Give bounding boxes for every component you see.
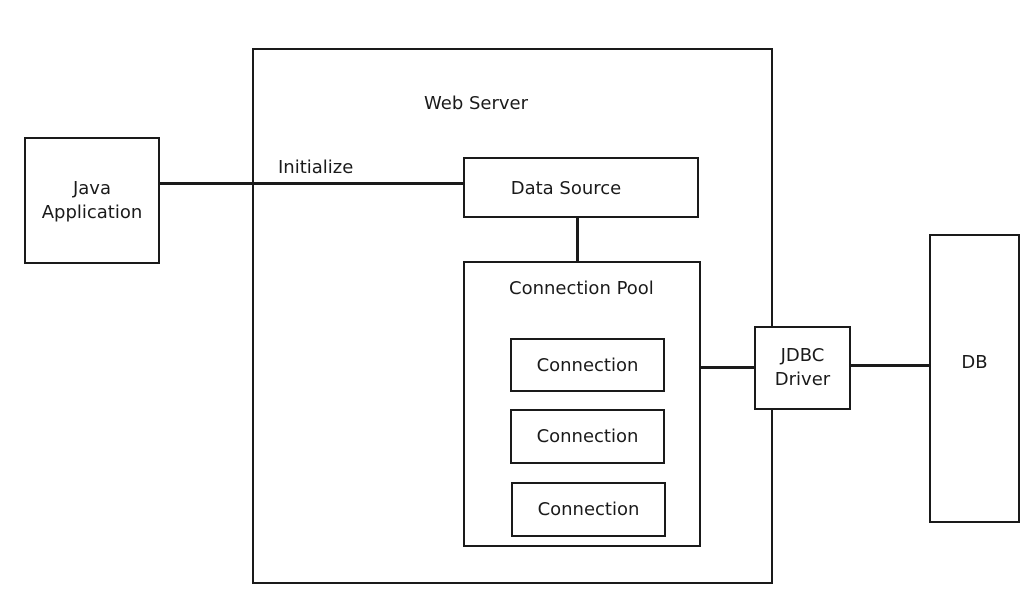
connection-label: Connection — [537, 499, 640, 520]
initialize-label: Initialize — [278, 157, 354, 178]
connection-pool-title: Connection Pool — [509, 278, 654, 299]
connector-jdbc-to-db — [849, 364, 931, 367]
connector-java-to-datasource — [159, 182, 465, 185]
connector-datasource-to-pool — [576, 216, 579, 263]
connection-label: Connection — [536, 426, 639, 447]
java-application-label-line1: Java — [72, 177, 111, 199]
jdbc-driver-box: JDBC Driver — [754, 326, 851, 410]
data-source-label: Data Source — [510, 178, 622, 199]
java-application-box: Java Application — [24, 137, 160, 264]
connector-pool-to-jdbc — [699, 366, 756, 369]
connection-box-1: Connection — [510, 338, 665, 392]
connection-box-3: Connection — [511, 482, 666, 537]
java-application-label-line2: Application — [41, 201, 143, 223]
db-box: DB — [929, 234, 1020, 523]
jdbc-driver-label-line1: JDBC — [780, 345, 825, 366]
web-server-box — [252, 48, 773, 584]
connection-label: Connection — [536, 354, 639, 376]
db-label: DB — [961, 352, 988, 373]
jdbc-driver-label-line2: Driver — [774, 369, 831, 390]
web-server-title: Web Server — [424, 93, 528, 114]
connection-box-2: Connection — [510, 409, 665, 464]
data-source-box: Data Source — [463, 157, 699, 218]
